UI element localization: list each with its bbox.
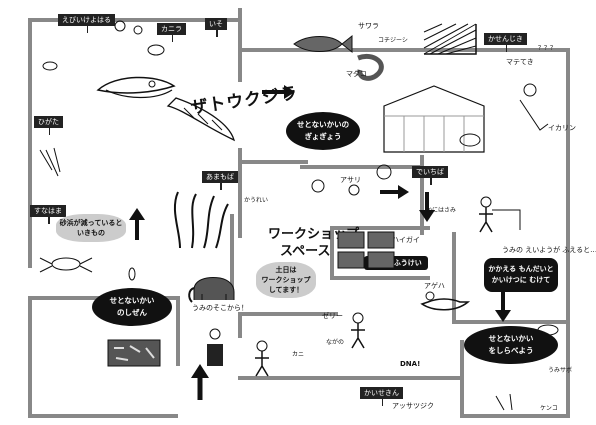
- label-kenko: ケンコ: [540, 405, 558, 412]
- label-ikarin: イカリン: [548, 124, 576, 132]
- direction-arrow-right: [380, 185, 409, 199]
- label-question: ？？？: [538, 45, 557, 52]
- note-line: してます！: [268, 286, 304, 294]
- label-madako: マダコ: [346, 70, 367, 78]
- direction-arrow-right: [262, 85, 295, 99]
- specimen-panel-drawing: [337, 231, 395, 269]
- seaweed-drawing: [173, 191, 229, 249]
- bubble-shizen[interactable]: せとないかい のしぜん: [92, 288, 172, 326]
- direction-arrow-down: [419, 192, 435, 222]
- fish-trap-drawing: [383, 85, 485, 153]
- wall: [28, 18, 238, 22]
- wall: [28, 414, 178, 418]
- fishing-net-drawing: [423, 23, 477, 55]
- wall: [176, 296, 180, 366]
- label-asari: アサリ: [340, 176, 361, 184]
- person-drawing: [255, 340, 269, 377]
- wall: [452, 320, 570, 324]
- wall: [238, 160, 308, 164]
- label-mate: マテてき: [506, 58, 534, 66]
- label-ageha: アゲハ: [424, 282, 445, 290]
- fish-drawing: [293, 34, 353, 54]
- zone-tag-sushi: かいせきん: [360, 387, 403, 406]
- label-kani: カニ: [292, 351, 305, 358]
- wall: [420, 155, 424, 235]
- label-umisabo: うみサボ: [548, 367, 573, 374]
- whale-flipper-drawing: [166, 97, 236, 142]
- workshop-line: スペース: [280, 244, 331, 259]
- zone-tag-kasenmi: かせんじき: [484, 33, 527, 52]
- person-drawing: [351, 312, 365, 349]
- label-umino-eiyou: うみの えいようが ふえると…: [502, 246, 596, 254]
- panel-mondai[interactable]: かかえる もんだいと かいけつに むけて: [484, 258, 558, 292]
- wall: [460, 340, 464, 418]
- zone-tag-deiichiba: でいちば: [412, 166, 448, 185]
- wall: [452, 232, 456, 322]
- wall: [330, 276, 430, 280]
- wall: [566, 48, 570, 418]
- elephant-drawing: [188, 277, 235, 303]
- zone-tag-iso: いそ: [205, 18, 227, 37]
- wall: [460, 414, 570, 418]
- person-drawing: [479, 196, 493, 233]
- wall: [28, 296, 32, 418]
- bubble-line: せとないかいの: [296, 120, 350, 129]
- direction-arrow-up: [191, 364, 209, 400]
- wall: [330, 226, 334, 276]
- note-line: いきもの: [77, 229, 105, 237]
- panel-line: かかえる もんだいと: [488, 265, 554, 273]
- direction-arrow-up: [129, 208, 145, 240]
- workshop-space-title: ワークショップ スペース: [268, 226, 359, 260]
- wall: [238, 48, 568, 52]
- workshop-line: ワークショップ: [268, 227, 360, 242]
- whale-skull-drawing: [96, 76, 176, 99]
- bubble-line: をしらべよう: [488, 346, 534, 355]
- zone-tag-higata: ひがた: [34, 116, 63, 135]
- wall: [238, 312, 338, 316]
- wall: [28, 18, 32, 268]
- wall: [330, 226, 430, 230]
- wall: [238, 148, 242, 238]
- label-kochi: コチジーシ: [378, 37, 408, 44]
- specimen-board-drawing: [107, 339, 161, 367]
- wall: [238, 8, 242, 82]
- bubble-line: のしぜん: [117, 308, 147, 317]
- label-dna: DNA!: [400, 360, 421, 368]
- bubble-gyogyou[interactable]: せとないかいの ぎょぎょう: [286, 112, 360, 150]
- label-assatsu: アッサツジク: [392, 402, 434, 410]
- note-sunahama: 砂浜が減っていると いきもの: [56, 214, 126, 242]
- note-line: ワークショップ: [261, 276, 311, 284]
- label-kaurei: かうれい: [244, 197, 269, 204]
- bubble-shiraberu[interactable]: せとないかい をしらべよう: [464, 326, 558, 364]
- wall: [238, 376, 464, 380]
- note-workshop-weekend: 土日は ワークショップ してます！: [256, 262, 316, 298]
- label-sawara: サワラ: [358, 22, 379, 30]
- zone-tag-amamo: あまもば: [202, 171, 238, 190]
- wall: [300, 165, 420, 169]
- zone-tag-kanira: カニラ: [157, 23, 186, 42]
- person-drawing: [207, 328, 223, 366]
- bubble-line: せとないかい: [488, 334, 534, 343]
- note-line: 砂浜が減っていると: [59, 219, 123, 227]
- eel-drawing: [357, 54, 384, 81]
- panel-line: かいけつに むけて: [491, 276, 551, 284]
- label-kanihasami: かにはさみ: [426, 207, 457, 214]
- label-nagano: ながの: [326, 339, 345, 346]
- bubble-line: せとないかい: [109, 296, 155, 305]
- bubble-line: ぎょぎょう: [304, 132, 342, 141]
- note-line: 土日は: [275, 266, 297, 274]
- direction-arrow-down: [495, 292, 511, 322]
- label-umino-soko: うみのそこから！: [192, 304, 248, 312]
- label-zeri: ゼリー: [322, 312, 343, 320]
- zone-tag-sunahama: すなはま: [30, 205, 66, 224]
- label-haigai: ハイガイ: [392, 236, 420, 244]
- zone-tag-ebiyogawa: えびいけよはる: [58, 14, 115, 33]
- wall: [238, 312, 242, 338]
- wall: [230, 214, 234, 300]
- duck-boat-drawing: [420, 291, 471, 311]
